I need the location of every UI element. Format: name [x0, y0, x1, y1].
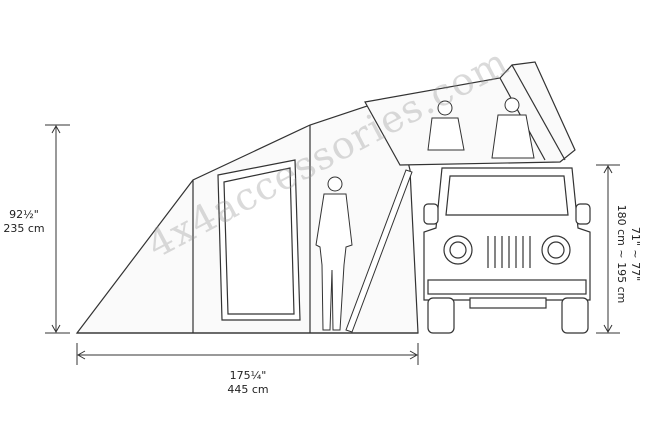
standing-person-silhouette	[315, 176, 353, 331]
vehicle-height-imperial: 71" ~ 77"	[629, 226, 642, 282]
length-metric: 445 cm	[227, 383, 269, 396]
height-label: 92½" 235 cm	[0, 208, 48, 236]
jeep-front-view	[423, 167, 591, 334]
height-dimension-line	[45, 124, 70, 334]
length-label: 175¼" 445 cm	[198, 369, 298, 397]
length-dimension-line	[76, 343, 419, 365]
seated-persons-silhouette	[427, 97, 535, 159]
vehicle-height-label: 71" ~ 77" 180 cm ~ 195 cm	[614, 194, 642, 314]
height-imperial: 92½"	[9, 208, 39, 221]
height-metric: 235 cm	[3, 222, 45, 235]
length-imperial: 175¼"	[229, 369, 267, 382]
support-pole	[345, 169, 413, 333]
vehicle-height-metric: 180 cm ~ 195 cm	[615, 204, 628, 304]
vehicle-height-dimension-line	[596, 164, 620, 334]
